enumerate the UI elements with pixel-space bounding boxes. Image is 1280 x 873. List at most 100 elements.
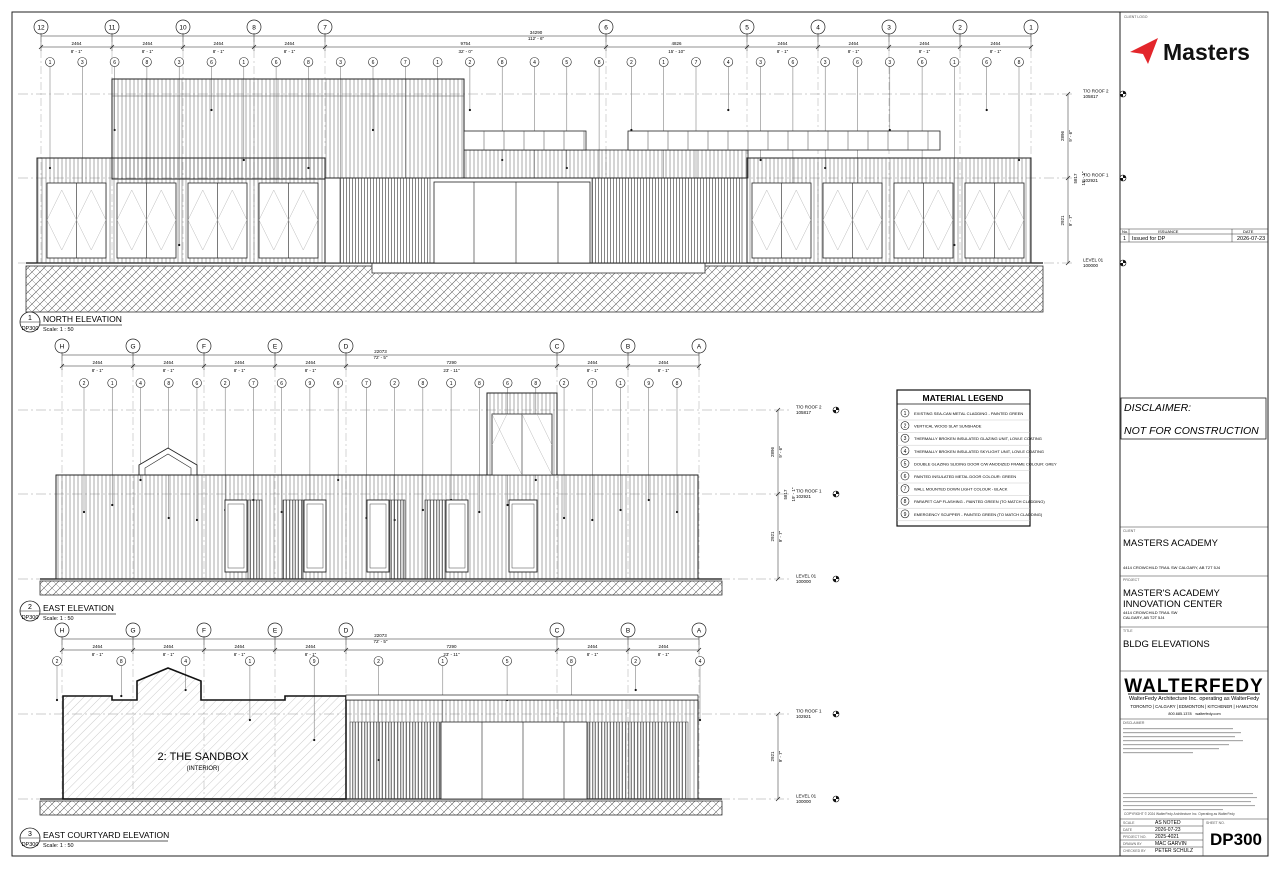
legend-bubble	[900, 446, 910, 456]
tag-bubble	[142, 57, 152, 67]
tag-label: 1	[953, 60, 956, 66]
legend-bubble	[900, 433, 910, 443]
tag-bubble	[107, 378, 118, 388]
tag-bubble	[271, 57, 281, 67]
tag-bubble	[305, 378, 315, 388]
svg-text:DP300: DP300	[22, 615, 39, 621]
tag-label: 6	[196, 381, 199, 387]
svg-text:CHECKED BY: CHECKED BY	[1123, 849, 1146, 853]
tag-label: 6	[792, 60, 795, 66]
tag-bubble	[626, 57, 637, 67]
vdim-ft: 9' - 6"	[1068, 130, 1073, 142]
legend-bubble	[900, 484, 910, 493]
legend-item: PAINTED INSULATED METAL DOOR COLOUR: GRE…	[914, 474, 1016, 479]
tag-dot	[985, 108, 988, 112]
tag-bubble	[373, 656, 384, 666]
dim-ft: 8' - 1"	[658, 652, 670, 657]
grid-label: E	[273, 344, 278, 351]
dim-ft: 8' - 1"	[990, 49, 1002, 54]
tag-label: 8	[146, 60, 149, 66]
tag-bubble	[135, 378, 146, 388]
svg-text:Masters: Masters	[1163, 39, 1250, 65]
grid-label: C	[555, 628, 560, 635]
svg-text:1: 1	[1123, 236, 1126, 242]
level-value: 105817	[1083, 94, 1099, 99]
legend-item: EMERGENCY SCUPPER - PAINTED GREEN (TO MA…	[914, 512, 1043, 517]
vdim-ft: 9' - 6"	[778, 446, 783, 458]
overall-dim-ft: 72' - 5"	[374, 355, 388, 360]
north-elevation-title: NORTH ELEVATION	[43, 314, 122, 324]
vdim-mm: 2921	[770, 531, 775, 542]
tag-label: 1	[111, 381, 114, 387]
tag-dot	[698, 718, 702, 722]
svg-text:DATE: DATE	[1123, 828, 1133, 832]
tag-bubble	[52, 656, 62, 666]
tag-bubble	[502, 378, 513, 388]
grid-label: 11	[109, 25, 116, 32]
tag-bubble	[497, 57, 508, 67]
legend-item: WALL MOUNTED DOWN LIGHT COLOUR - BLACK	[914, 487, 1008, 492]
tag-label: 6	[113, 60, 116, 66]
tag-bubble	[917, 57, 927, 67]
svg-text:Scale: 1 : 50: Scale: 1 : 50	[43, 616, 74, 622]
tag-label: 6	[372, 60, 375, 66]
tag-label: 4	[533, 60, 536, 66]
level-name: T/O ROOF 1	[1083, 173, 1109, 178]
svg-text:CLIENT: CLIENT	[1123, 529, 1136, 533]
disclaimer-text: NOT FOR CONSTRUCTION	[1124, 425, 1259, 437]
dim-ft: 8' - 1"	[142, 49, 154, 54]
vdim-tick	[775, 407, 781, 413]
sunshade-fins	[282, 499, 304, 580]
vdim-tick	[1065, 175, 1071, 181]
client-name: MASTERS ACADEMY	[1123, 538, 1219, 549]
tag-label: 8	[421, 381, 424, 387]
tag-label: 8	[534, 381, 537, 387]
legend-bubble	[900, 496, 910, 506]
legend-bubble	[900, 421, 910, 430]
sunshade-fins	[389, 499, 406, 580]
grid-label: 1	[1029, 25, 1033, 32]
tag-bubble	[309, 656, 320, 666]
svg-text:walterfedy.com: walterfedy.com	[1195, 712, 1220, 716]
tag-label: 8	[570, 659, 573, 665]
tag-bubble	[502, 656, 512, 666]
courtyard-elevation-title: EAST COURTYARD ELEVATION	[43, 830, 169, 840]
tag-bubble	[691, 57, 701, 67]
sheet-number: DP300	[1210, 830, 1262, 849]
walterfedy-logo: WALTERFEDY	[1124, 676, 1263, 697]
legend-bubble	[900, 509, 910, 519]
tag-label: 2	[630, 60, 633, 66]
tag-label: 7	[695, 60, 698, 66]
tag-label: 9	[313, 659, 316, 665]
east-view-title: 2 DP300 EAST ELEVATION Scale: 1 : 50	[19, 600, 116, 622]
svg-text:Issued for DP: Issued for DP	[1132, 236, 1166, 242]
level-name: T/O ROOF 1	[796, 489, 822, 494]
dim-mm: 7290	[446, 360, 457, 365]
dim-mm: 2464	[777, 41, 788, 46]
tag-bubble	[180, 656, 191, 666]
vdim-mm: 2896	[1060, 130, 1065, 141]
grid-label: D	[344, 344, 349, 351]
grid-label: A	[697, 344, 702, 351]
tag-label: 2	[563, 381, 566, 387]
grid-label: 3	[887, 25, 891, 32]
level-value: 100000	[796, 799, 812, 804]
dim-ft: 23' - 11"	[443, 652, 460, 657]
svg-text:SHEET NO.: SHEET NO.	[1206, 821, 1225, 825]
tag-label: 1	[619, 381, 622, 387]
legend-number: 5	[904, 461, 907, 467]
dim-mm: 2464	[587, 644, 598, 649]
dim-mm: 2464	[163, 644, 174, 649]
tag-bubble	[695, 656, 705, 666]
tag-label: 1	[436, 60, 439, 66]
tag-bubble	[723, 57, 734, 67]
svg-text:Scale: 1 : 50: Scale: 1 : 50	[43, 843, 74, 849]
legend-number: 6	[904, 474, 907, 480]
tag-dot	[468, 108, 471, 112]
tag-bubble	[389, 378, 400, 388]
dim-ft: 32' - 0"	[459, 49, 473, 54]
